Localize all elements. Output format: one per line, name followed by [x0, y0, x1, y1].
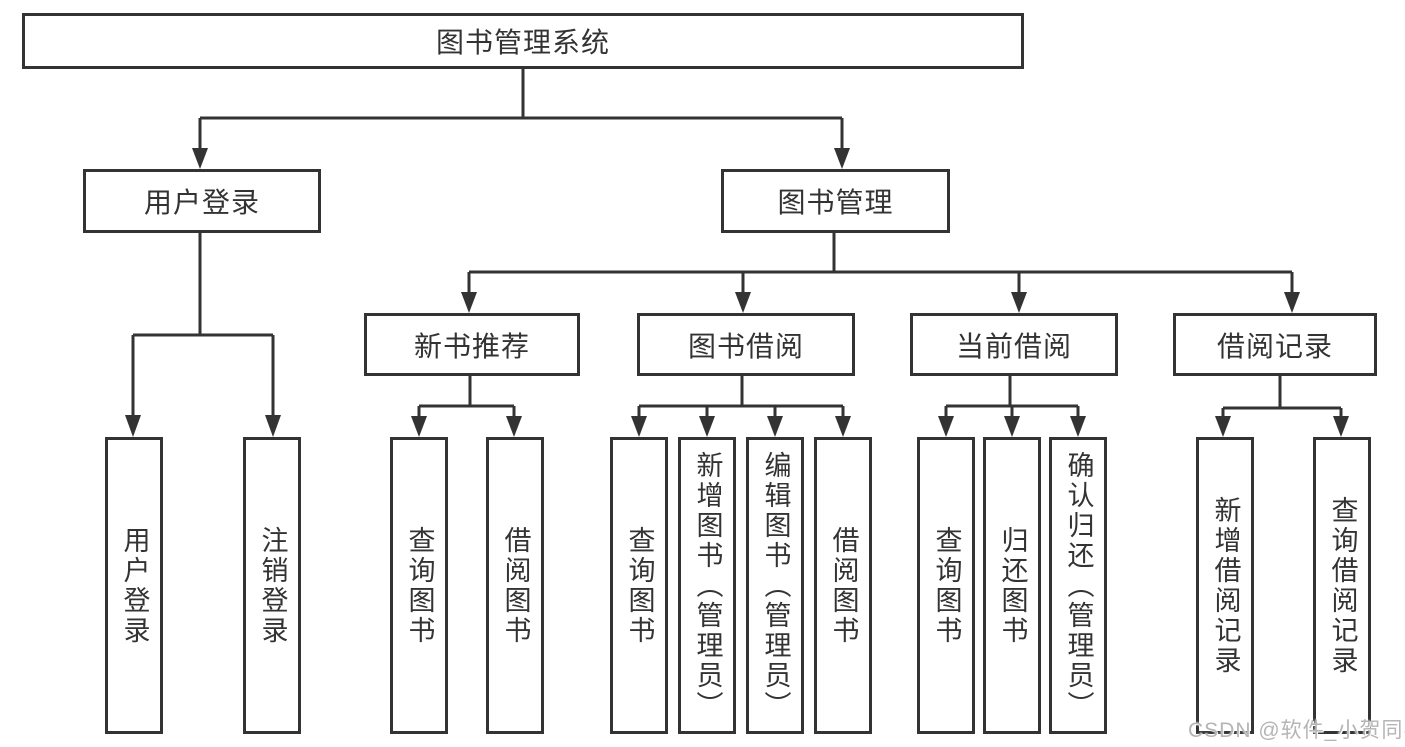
- leaf-user-login: 用户登录: [105, 437, 163, 734]
- node-label: 图书管理系统: [435, 27, 610, 58]
- leaf-logout: 注销登录: [243, 437, 301, 734]
- node-label: 用户登录: [143, 187, 260, 218]
- leaf-label: 查询借阅记录: [1327, 495, 1358, 676]
- leaf-confirm-return-admin: 确认归还（管理员）: [1049, 437, 1107, 734]
- leaf-label: 查询图书: [931, 525, 962, 646]
- node-label: 新书推荐: [413, 330, 530, 362]
- leaf-label: 查询图书: [404, 525, 435, 646]
- node-label: 图书管理: [777, 187, 894, 218]
- leaf-add-book-admin: 新增图书（管理员）: [678, 437, 736, 734]
- watermark: CSDN @软件_小贺同学: [1188, 719, 1405, 742]
- leaf-label: 新增图书（管理员）: [692, 450, 723, 721]
- leaf-borrow-books-recommend: 借阅图书: [486, 437, 544, 734]
- node-current-borrow: 当前借阅: [910, 313, 1118, 376]
- node-new-book-recommend: 新书推荐: [364, 313, 580, 376]
- leaf-query-books-borrow: 查询图书: [610, 437, 668, 734]
- leaf-return-book: 归还图书: [983, 437, 1041, 734]
- leaf-borrow-books-borrow: 借阅图书: [814, 437, 872, 734]
- node-label: 图书借阅: [687, 330, 804, 362]
- node-book-borrow: 图书借阅: [637, 313, 855, 376]
- node-borrow-records: 借阅记录: [1173, 313, 1377, 376]
- node-label: 当前借阅: [955, 330, 1072, 362]
- leaf-query-books-recommend: 查询图书: [390, 437, 448, 734]
- leaf-label: 注销登录: [257, 525, 288, 646]
- leaf-add-borrow-record: 新增借阅记录: [1196, 437, 1254, 734]
- leaf-label: 新增借阅记录: [1210, 495, 1241, 676]
- leaf-label: 编辑图书（管理员）: [760, 450, 791, 721]
- leaf-query-borrow-record: 查询借阅记录: [1313, 437, 1371, 734]
- leaf-label: 归还图书: [997, 525, 1028, 646]
- leaf-label: 确认归还（管理员）: [1063, 450, 1094, 721]
- leaf-label: 用户登录: [119, 525, 150, 646]
- node-book-management: 图书管理: [721, 169, 950, 233]
- leaf-label: 借阅图书: [500, 525, 531, 646]
- leaf-query-books-current: 查询图书: [917, 437, 975, 734]
- leaf-label: 查询图书: [624, 525, 655, 646]
- node-library-system: 图书管理系统: [22, 13, 1024, 69]
- node-user-login: 用户登录: [83, 169, 321, 233]
- node-label: 借阅记录: [1216, 330, 1333, 362]
- leaf-edit-book-admin: 编辑图书（管理员）: [746, 437, 804, 734]
- leaf-label: 借阅图书: [828, 525, 859, 646]
